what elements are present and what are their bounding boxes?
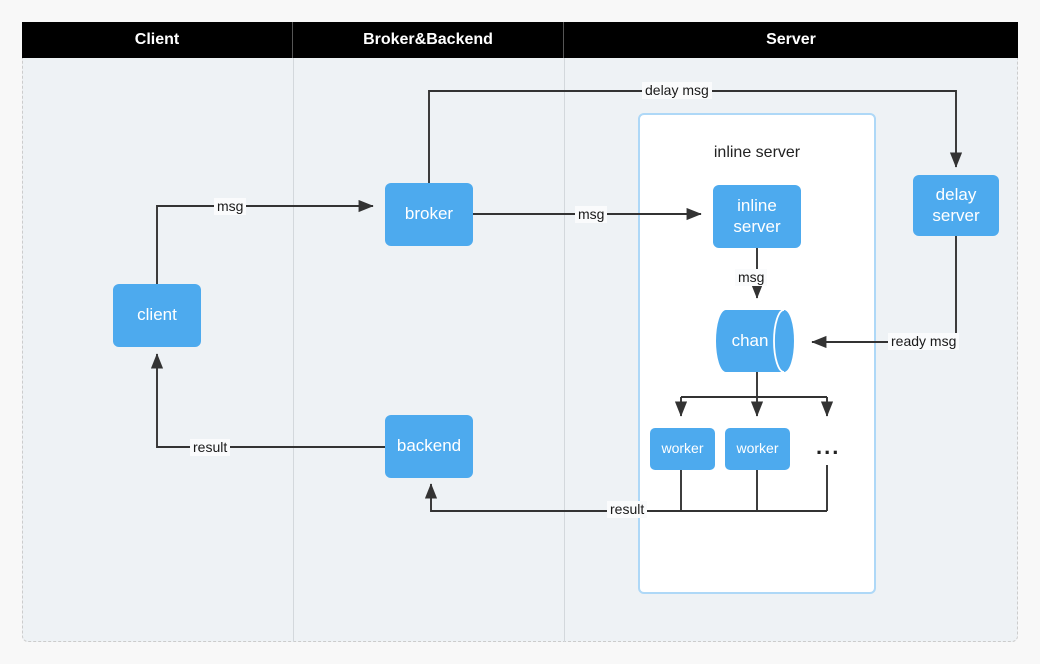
node-worker-2-label: worker — [736, 440, 779, 457]
edge-label-text: msg — [217, 198, 244, 214]
node-backend-label: backend — [396, 436, 462, 456]
inline-server-group-title: inline server — [713, 144, 801, 161]
node-broker[interactable]: broker — [385, 183, 473, 246]
node-client[interactable]: client — [113, 284, 201, 347]
edge-label-text: delay msg — [645, 82, 709, 98]
node-delay-server-label: delay server — [932, 184, 980, 225]
node-worker-1[interactable]: worker — [650, 428, 715, 470]
node-broker-label: broker — [404, 204, 454, 224]
edge-label-text: ready msg — [891, 333, 957, 349]
node-more-workers: ... — [816, 434, 840, 460]
lane-header-broker-backend-label: Broker&Backend — [363, 31, 493, 48]
lane-header-server-label: Server — [766, 31, 816, 48]
lane-divider-1 — [293, 58, 294, 642]
edge-label-msg-client-broker: msg — [214, 198, 247, 216]
lane-header-broker-backend: Broker&Backend — [293, 22, 564, 58]
edge-label-text: result — [610, 501, 645, 517]
edge-label-result-workers-backend: result — [607, 501, 648, 519]
edge-label-result-backend-client: result — [190, 439, 231, 457]
node-more-workers-label: ... — [816, 434, 841, 459]
edge-label-ready-msg: ready msg — [888, 333, 960, 351]
chan-cylinder-shape — [716, 309, 794, 373]
node-backend[interactable]: backend — [385, 415, 473, 478]
node-client-label: client — [137, 305, 177, 325]
node-inline-server-label: inline server — [733, 195, 781, 236]
node-worker-1-label: worker — [661, 440, 704, 457]
edge-label-msg-broker-inline: msg — [575, 206, 608, 224]
node-delay-server[interactable]: delay server — [913, 175, 999, 236]
edge-label-text: msg — [578, 206, 605, 222]
lane-divider-2 — [564, 58, 565, 642]
edge-label-delay-msg: delay msg — [642, 82, 712, 100]
edge-label-text: result — [193, 439, 228, 455]
node-worker-2[interactable]: worker — [725, 428, 790, 470]
lane-header-client: Client — [22, 22, 293, 58]
swimlane-diagram: Client Broker&Backend Server inline serv… — [22, 22, 1018, 642]
node-inline-server[interactable]: inline server — [713, 185, 801, 248]
edge-label-msg-inline-chan: msg — [735, 269, 768, 287]
edge-label-text: msg — [738, 269, 765, 285]
lane-header-server: Server — [564, 22, 1018, 58]
lane-header-client-label: Client — [134, 31, 180, 48]
node-chan-label: chan — [731, 331, 769, 350]
node-chan[interactable]: chan — [716, 309, 800, 373]
